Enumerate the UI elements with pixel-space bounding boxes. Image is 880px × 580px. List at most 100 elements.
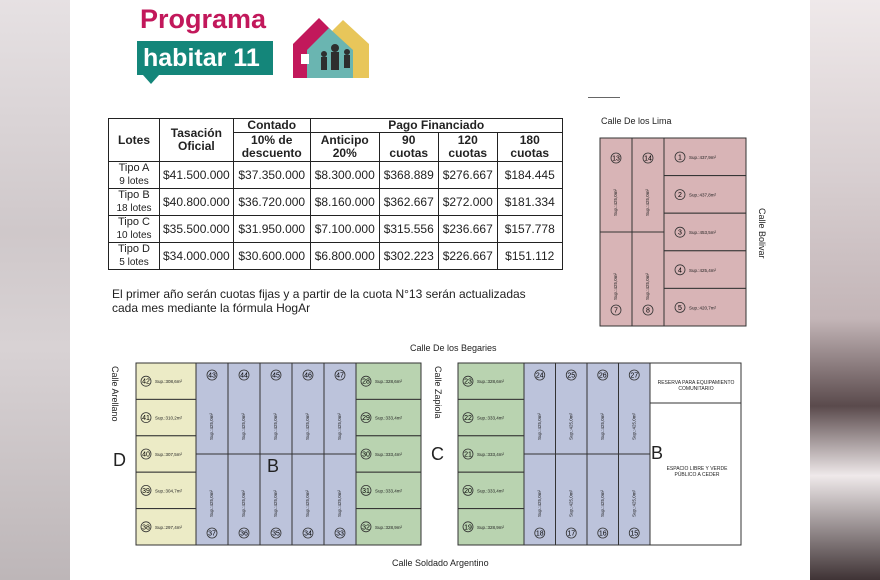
lot-35 bbox=[259, 453, 293, 546]
lot-number: 2 bbox=[678, 192, 682, 199]
lot-13 bbox=[599, 137, 633, 233]
lot-28 bbox=[355, 362, 422, 400]
lot-area: Sup.:328,9m² bbox=[375, 525, 403, 530]
lot-number-circle bbox=[597, 369, 609, 381]
lot-area: Sup.:333,4m² bbox=[477, 452, 505, 457]
lot-area: Sup.:425,0m² bbox=[537, 412, 542, 440]
lot-number-circle bbox=[597, 527, 609, 539]
lot-number-circle bbox=[674, 264, 686, 276]
lot-number: 27 bbox=[630, 373, 638, 380]
price-c120: $236.667 bbox=[437, 215, 498, 243]
lot-area: Sup.:328,9m² bbox=[477, 525, 505, 530]
lot-area: Sup.:304,7m² bbox=[155, 488, 183, 493]
lot-number-circle bbox=[140, 521, 152, 533]
lot-area: Sup.:453,5m² bbox=[689, 230, 717, 235]
lot-number: 24 bbox=[536, 373, 544, 380]
lot-area: Sup.:297,4m² bbox=[155, 525, 183, 530]
lot-number-circle bbox=[334, 369, 346, 381]
lot-17 bbox=[555, 453, 588, 546]
lote-count: 9 lotes bbox=[119, 176, 149, 187]
lot-number-circle bbox=[674, 226, 686, 238]
lote-count: 5 lotes bbox=[119, 257, 149, 268]
lot-40 bbox=[135, 435, 197, 473]
lot-number-circle bbox=[565, 527, 577, 539]
lote-type: Tipo A bbox=[118, 162, 150, 174]
lot-34 bbox=[291, 453, 325, 546]
lot-number: 46 bbox=[304, 373, 312, 380]
lot-area: Sup.:333,4m² bbox=[477, 488, 505, 493]
lot-area: Sup.:425,0m² bbox=[600, 412, 605, 440]
lot-area: Sup.:333,4m² bbox=[477, 416, 505, 421]
lote-count: 10 lotes bbox=[116, 230, 152, 241]
espacio-area bbox=[649, 402, 742, 546]
price-tasacion: $34.000.000 bbox=[159, 242, 234, 270]
lot-5 bbox=[663, 287, 747, 327]
lot-number: 43 bbox=[208, 373, 216, 380]
price-c180: $151.112 bbox=[496, 242, 563, 270]
header-contado: Contado bbox=[232, 118, 311, 133]
lot-number-circle bbox=[360, 375, 372, 387]
header-90: 90 cuotas bbox=[378, 132, 439, 162]
lot-number-circle bbox=[462, 448, 474, 460]
price-tasacion: $41.500.000 bbox=[159, 161, 234, 189]
lot-14 bbox=[631, 137, 665, 233]
lot-area: Sup.:425,0m² bbox=[337, 489, 342, 517]
lot-number: 28 bbox=[362, 379, 370, 386]
lot-20 bbox=[457, 471, 525, 510]
lot-area: Sup.:425,0m² bbox=[337, 412, 342, 440]
block-label-c: C bbox=[431, 444, 444, 464]
lot-area: Sup.:310,2m² bbox=[155, 416, 183, 421]
lot-number-circle bbox=[360, 412, 372, 424]
lot-number-circle bbox=[462, 375, 474, 387]
lot-number: 29 bbox=[362, 415, 370, 422]
lot-number: 47 bbox=[336, 373, 344, 380]
lot-area: Sup.:425,0m² bbox=[613, 272, 618, 300]
lot-number-circle bbox=[270, 527, 282, 539]
lot-area: Sup.:425,0m² bbox=[209, 489, 214, 517]
lot-number: 41 bbox=[142, 415, 150, 422]
note-text: El primer año serán cuotas fijas y a par… bbox=[112, 287, 526, 315]
lot-33 bbox=[323, 453, 357, 546]
lot-4 bbox=[663, 250, 747, 289]
lot-number: 1 bbox=[678, 155, 682, 162]
lot-area: Sup.:425,0m² bbox=[305, 489, 310, 517]
block-label-b1: B bbox=[267, 456, 280, 476]
lot-3 bbox=[663, 212, 747, 252]
lot-number-circle bbox=[140, 412, 152, 424]
lot-number: 33 bbox=[336, 531, 344, 538]
price-descuento: $30.600.000 bbox=[232, 242, 311, 270]
lot-number: 32 bbox=[362, 524, 370, 531]
lot-25 bbox=[555, 362, 588, 455]
lot-area: Sup.:437,9m² bbox=[689, 155, 717, 160]
lot-number: 22 bbox=[464, 415, 472, 422]
pen-mark bbox=[588, 97, 620, 98]
lot-number: 37 bbox=[208, 531, 216, 538]
lot-area: Sup.:425,0m² bbox=[568, 412, 573, 440]
header-lotes: Lotes bbox=[108, 118, 160, 162]
lot-21 bbox=[457, 435, 525, 473]
lot-area: Sup.:425,0m² bbox=[613, 188, 618, 216]
header-anticipo: Anticipo 20% bbox=[309, 132, 380, 162]
street-arellano: Calle Arellano bbox=[110, 366, 120, 422]
lote-type: Tipo D bbox=[118, 243, 150, 255]
lot-number-circle bbox=[140, 448, 152, 460]
lot-number: 20 bbox=[464, 488, 472, 495]
price-c90: $368.889 bbox=[378, 161, 439, 189]
lot-number-circle bbox=[238, 369, 250, 381]
street-lima: Calle De los Lima bbox=[601, 116, 672, 126]
lot-number-circle bbox=[628, 369, 640, 381]
lot-46 bbox=[291, 362, 325, 455]
lot-number-circle bbox=[140, 484, 152, 496]
header-tasacion: Tasación Oficial bbox=[159, 118, 234, 162]
lot-number-circle bbox=[206, 527, 218, 539]
reserva-label: RESERVA PARA EQUIPAMIENTO COMUNITARIO bbox=[657, 380, 735, 392]
lot-area: Sup.:425,0m² bbox=[241, 412, 246, 440]
lot-number-circle bbox=[238, 527, 250, 539]
lot-number-circle bbox=[360, 484, 372, 496]
lot-number: 16 bbox=[599, 531, 607, 538]
lot-number-circle bbox=[642, 304, 654, 316]
